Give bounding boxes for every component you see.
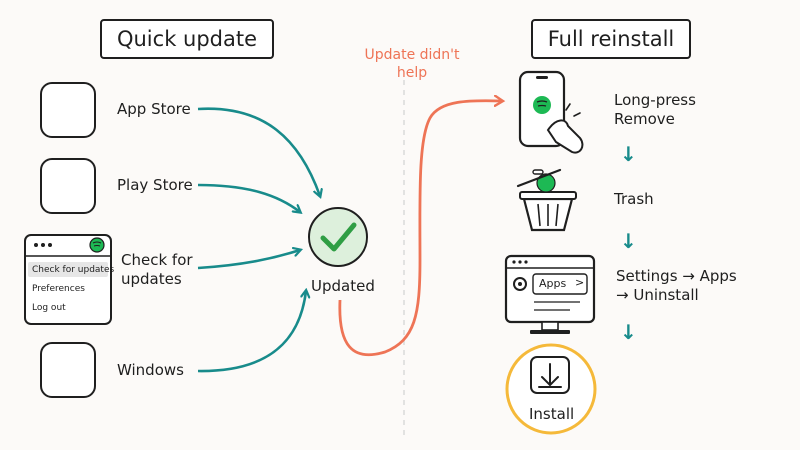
windows-label: Windows [117,361,184,379]
play-store-label: Play Store [117,176,193,194]
menu-log-out[interactable]: Log out [32,303,66,313]
check-updates-label: Check for updates [121,251,193,288]
arrow-check-updates [197,250,300,270]
step-settings-label: Settings → Apps → Uninstall [616,267,737,304]
step-trash-label: Trash [614,190,654,208]
trash-glyph [516,168,577,232]
app-window-glyph [24,234,112,325]
updated-label: Updated [311,277,375,295]
update-failed-note: Update didn't help [364,47,460,81]
menu-check-updates[interactable]: Check for updates [32,265,115,275]
apps-button-label: Apps [539,277,567,290]
arrow-windows [197,291,306,373]
app-store-icon [40,82,96,138]
windows-icon [40,342,96,398]
monitor-glyph [504,254,596,334]
menu-preferences[interactable]: Preferences [32,284,85,294]
arrow-update-failed [338,101,502,357]
install-label[interactable]: Install [529,405,575,423]
phone-glyph [518,70,584,154]
install-glyph [505,343,597,435]
step-long-press-label: Long-press Remove [614,91,696,128]
arrow-play-store [197,183,300,212]
arrow-app-store [197,107,320,196]
full-reinstall-title: Full reinstall [531,19,691,59]
app-store-label: App Store [117,100,191,118]
apps-chevron-icon: > [575,276,585,289]
updated-check-icon [308,207,368,267]
down-arrow-3: ↓ [620,320,637,344]
down-arrow-2: ↓ [620,229,637,253]
play-store-icon [40,158,96,214]
down-arrow-1: ↓ [620,142,637,166]
quick-update-title: Quick update [100,19,274,59]
